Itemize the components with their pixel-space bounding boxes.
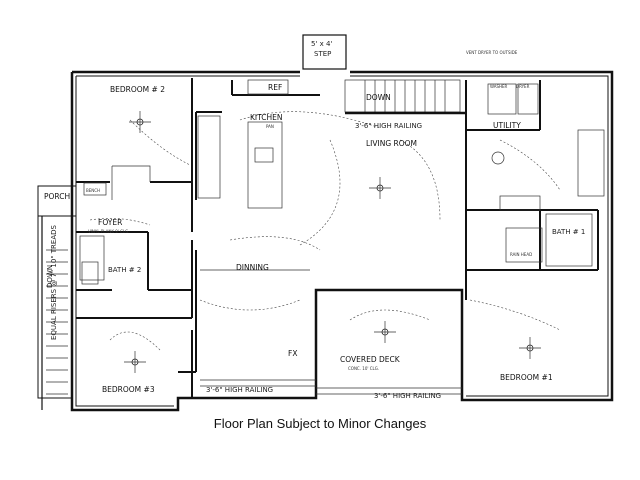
electrical-runs xyxy=(89,111,561,351)
room-label-utility: UTILITY xyxy=(493,121,521,130)
plan-caption: Floor Plan Subject to Minor Changes xyxy=(213,416,427,431)
ceiling-fan-icon xyxy=(124,351,146,373)
porch-stairs xyxy=(46,249,68,395)
railing-right-label: 3'-6" HIGH RAILING xyxy=(374,392,441,400)
porch-stairs-down-label: DOWN xyxy=(46,265,54,288)
covered-deck-note: CONC. 10' CLG. xyxy=(348,366,379,371)
dryer-label: DRYER xyxy=(516,84,530,89)
ceiling-fan-icon xyxy=(369,177,391,199)
bench-label: BENCH xyxy=(86,188,100,193)
room-label-pantry: PAN xyxy=(266,124,274,129)
room-label-ref: REF xyxy=(268,83,282,92)
rain-head-label: RAIN HEAD xyxy=(510,252,532,257)
stairs-riser-note: EQUAL RISERS @ 7" 10" TREADS xyxy=(50,224,58,340)
room-label-bath2: BATH # 2 xyxy=(108,266,141,274)
room-label-dining: DINNING xyxy=(236,263,269,272)
room-label-porch: PORCH xyxy=(44,192,70,201)
ceiling-fan-icon xyxy=(129,111,151,133)
room-label-foyer: FOYER xyxy=(98,218,122,227)
top-railing-label: 3'-6" HIGH RAILING xyxy=(355,122,422,130)
room-label-bedroom2: BEDROOM # 2 xyxy=(110,85,165,94)
room-label-bedroom3: BEDROOM #3 xyxy=(102,385,155,394)
room-label-bedroom1: BEDROOM #1 xyxy=(500,373,553,382)
room-label-covered-deck: COVERED DECK xyxy=(340,355,401,364)
foyer-floor-note: VINYL PLANK 9' CLG. xyxy=(88,229,130,234)
fireplace-label: FX xyxy=(288,349,297,358)
ceiling-fan-icon xyxy=(519,337,541,359)
room-label-living: LIVING ROOM xyxy=(366,139,417,148)
exterior-walls xyxy=(37,34,614,412)
step-label: STEP xyxy=(314,50,331,58)
room-label-bath1: BATH # 1 xyxy=(552,228,585,236)
room-label-kitchen: KITCHEN xyxy=(250,113,283,122)
interior-walls xyxy=(76,78,605,398)
step-size-label: 5' x 4' xyxy=(311,40,332,48)
vent-note: VENT DRYER TO OUTSIDE xyxy=(466,50,518,55)
washer-label: WASHER xyxy=(490,84,508,89)
ceiling-fan-icon xyxy=(374,321,396,343)
stairs-down-label: DOWN xyxy=(366,93,391,102)
railing-left-label: 3'-6" HIGH RAILING xyxy=(206,386,273,394)
